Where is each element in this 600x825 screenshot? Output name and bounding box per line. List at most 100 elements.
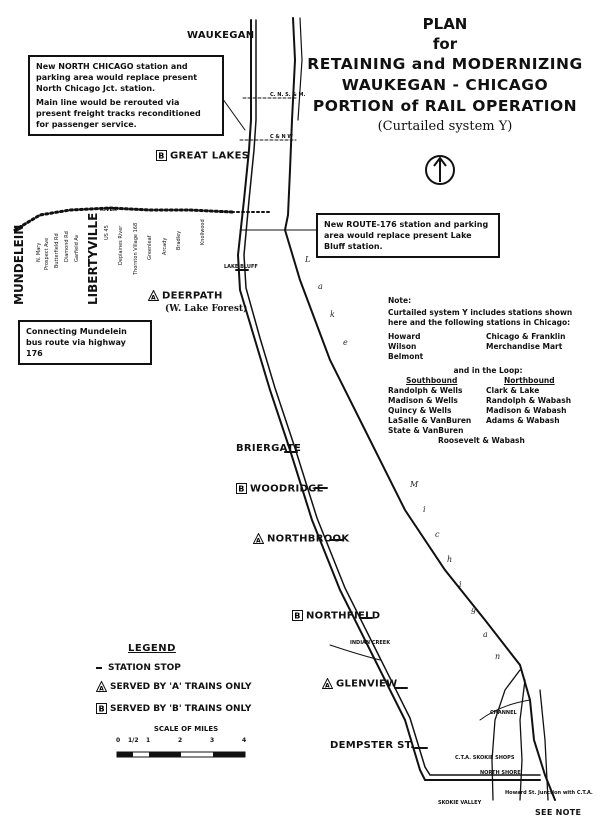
title-line6: (Curtailed system Y) [377,119,513,134]
note-item: Randolph & Wells [388,386,463,395]
note-item: Chicago & Franklin [486,332,566,341]
svg-text:A: A [256,538,261,545]
note-item: Wilson [388,342,417,351]
b-badge-icon: B [292,610,303,621]
connector-north-chicago [219,94,246,131]
note-item: Belmont [388,352,424,361]
town-waukegan: WAUKEGAN [187,30,255,41]
station-briergate: BRIERGATE [236,443,301,454]
scale-title: SCALE OF MILES [153,725,219,733]
legend-label: SERVED BY 'B' TRAINS ONLY [110,703,252,714]
street-label: Deplaines River [118,225,124,265]
note-loop-intro: and in the Loop: [453,366,523,375]
note-item: State & VanBuren [388,426,464,435]
rail-line-parallel [243,19,541,776]
street-label: Knollwood [200,219,206,245]
note-item: Madison & Wells [388,396,458,405]
note-heading: Note: [388,296,412,305]
lake-letter: M [410,480,419,489]
street-label: Prospect Ave [44,237,50,270]
note-southbound-heading: Southbound [406,376,458,385]
note-item: Clark & Lake [486,386,540,395]
a-badge-icon: A [148,290,159,301]
street-label: Garfield Av [74,234,80,262]
a-badge-icon: A [253,533,264,544]
harbor-line [297,17,303,121]
station-stop-icon [96,667,102,669]
callout-route176-text: New ROUTE-176 station and parking area w… [324,220,489,251]
legend-a-trains: A SERVED BY 'A' TRAINS ONLY [96,681,251,692]
scale-tick-label: 3 [210,737,215,744]
stations-note: Note: Curtailed system Y includes statio… [388,296,588,446]
lake-letter: a [483,630,488,639]
cta-skokie-label: C.T.A. SKOKIE SHOPS [455,755,515,761]
title-line5: PORTION of RAIL OPERATION [312,97,578,115]
b-badge-icon: B [236,483,247,494]
see-note-label: SEE NOTE [535,808,582,817]
cns-label: C. N. S. & M. [270,92,306,98]
lake-letter: g [471,605,477,614]
note-item: Quincy & Wells [388,406,452,415]
station-woodridge: B WOODRIDGE [236,483,324,495]
indian-creek [329,644,381,661]
cta-line [519,679,526,801]
note-item: Merchandise Mart [486,342,563,351]
note-loop-grid: Southbound Randolph & Wells Madison & We… [388,376,588,436]
station-deerpath: A DEERPATH [148,290,223,302]
scale-tick-label: 4 [242,737,247,744]
lake-letter: n [495,652,501,661]
title-line2: for [432,35,458,53]
indian-creek-label: INDIAN CREEK [350,640,391,646]
svg-text:B: B [98,705,104,714]
lake-letter: h [447,555,453,564]
cnw-label: C & N W [270,134,293,140]
north-arrow-icon [425,155,455,185]
legend-label: SERVED BY 'A' TRAINS ONLY [110,681,252,692]
title-line3: RETAINING and MODERNIZING [307,55,583,73]
town-mundelein: MUNDELEIN [12,224,26,305]
howard-junction-label: Howard St. Junction with C.T.A. [505,790,593,796]
town-libertyville: LIBERTYVILLE [86,212,100,305]
b-badge-icon: B [156,150,167,161]
svg-text:A: A [99,686,104,693]
street-label: Diamond Rd [64,231,70,262]
scale-tick-label: 1/2 [128,737,139,744]
b-badge-icon: B [96,703,107,714]
callout-north-chicago-text: New NORTH CHICAGO station and parking ar… [36,62,198,93]
lake-letter: i [459,580,462,589]
scale-tick-label: 2 [178,737,183,744]
north-shore-label: NORTH SHORE [480,770,521,776]
cta-line-2 [539,689,549,801]
map-title: PLAN for RETAINING and MODERNIZING WAUKE… [300,14,590,137]
note-northbound-heading: Northbound [504,376,555,385]
scale-of-miles: SCALE OF MILES 0 1/2 1 2 3 4 [116,725,256,761]
lake-letter: i [423,505,426,514]
svg-text:B: B [238,485,244,494]
station-dempster: DEMPSTER ST. [330,740,414,751]
a-badge-icon: A [96,681,107,692]
river-label: RIVER [100,207,117,213]
lake-letter: k [330,310,335,319]
rail-line [236,19,541,781]
legend-b-trains: B SERVED BY 'B' TRAINS ONLY [96,703,251,714]
legend-label: STATION STOP [108,663,181,673]
street-label: Butterfield Rd [54,233,60,268]
station-label: DEERPATH [162,290,223,302]
note-item: Randolph & Wabash [486,396,572,405]
title-line4: WAUKEGAN - CHICAGO [341,76,549,94]
scale-tick-label: 1 [146,737,151,744]
note-intro: Curtailed system Y includes stations sho… [388,308,573,327]
legend-title: LEGEND [128,643,176,654]
station-label: BRIERGATE [236,443,302,454]
callout-north-chicago: New NORTH CHICAGO station and parking ar… [28,55,224,136]
skokie-valley-label: SKOKIE VALLEY [438,800,482,806]
svg-text:A: A [151,295,156,302]
street-label: Greenleaf [147,235,153,260]
channel [479,699,531,721]
svg-text:B: B [158,152,164,161]
station-label: WOODRIDGE [250,483,324,495]
street-label: US 45 [104,225,110,240]
